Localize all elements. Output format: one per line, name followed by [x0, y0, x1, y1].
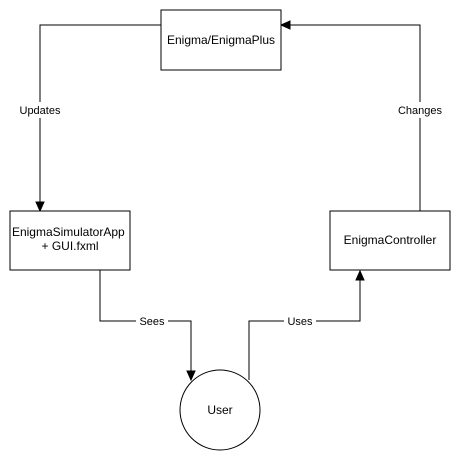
edge-updates-label: Updates — [20, 105, 61, 117]
node-simulator-label-line2: + GUI.fxml — [41, 239, 98, 253]
edge-updates-arrowhead — [35, 201, 45, 213]
edge-sees-arrowhead — [186, 370, 196, 382]
node-controller-label: EnigmaController — [344, 233, 437, 247]
node-controller-box — [329, 210, 451, 271]
edge-sees-label: Sees — [139, 316, 165, 328]
node-simulator-label-line1: EnigmaSimulatorApp — [12, 225, 125, 239]
edge-updates-line — [39, 24, 161, 203]
node-enigma-label: Enigma/EnigmaPlus — [167, 33, 275, 47]
node-enigma: Enigma/EnigmaPlus — [160, 9, 282, 71]
edge-changes: Changes — [279, 20, 445, 211]
node-simulator: EnigmaSimulatorApp + GUI.fxml — [9, 210, 131, 271]
node-user: User — [179, 369, 261, 451]
edge-updates-label-bg — [18, 102, 64, 118]
edge-sees-label-bg — [136, 314, 168, 329]
edge-uses-label: Uses — [287, 316, 313, 328]
edge-uses-line — [248, 279, 361, 380]
edge-changes-label-bg — [395, 102, 445, 118]
node-simulator-label: EnigmaSimulatorApp + GUI.fxml — [12, 225, 128, 253]
node-simulator-box — [9, 210, 131, 271]
edge-uses-arrowhead — [355, 269, 365, 281]
node-user-label: User — [207, 403, 232, 417]
edge-changes-label: Changes — [398, 105, 443, 117]
edge-updates: Updates — [18, 24, 161, 213]
edge-uses-label-bg — [284, 314, 316, 329]
node-user-circle — [179, 369, 261, 451]
node-enigma-box — [160, 9, 282, 71]
node-controller: EnigmaController — [329, 210, 451, 271]
edge-changes-arrowhead — [279, 20, 291, 30]
edge-uses: Uses — [248, 269, 365, 380]
edge-changes-line — [289, 24, 421, 211]
edge-sees: Sees — [99, 270, 196, 382]
